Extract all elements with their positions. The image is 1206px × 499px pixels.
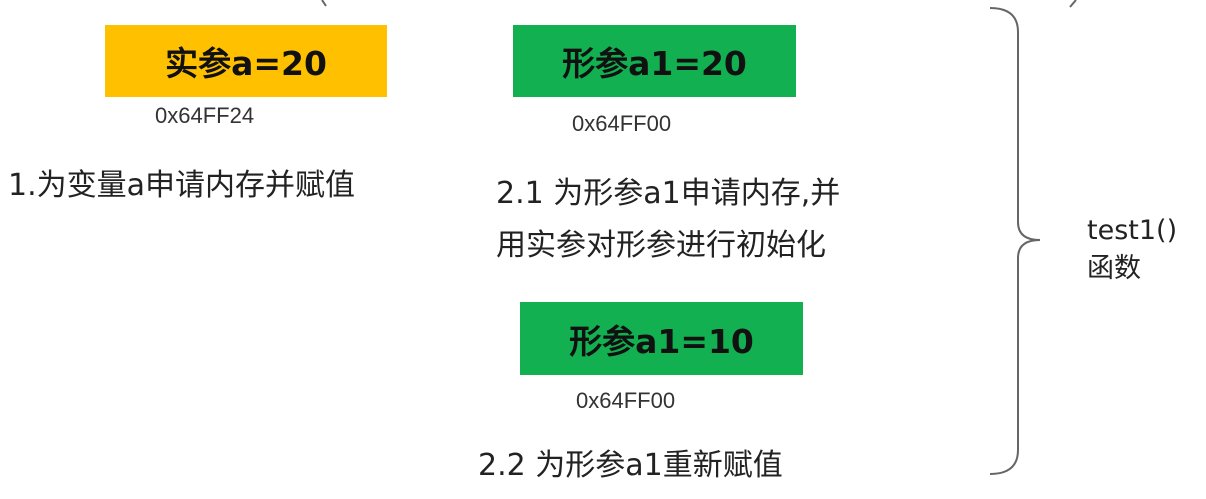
formal-param-address-initial: 0x64FF00 <box>572 111 672 136</box>
formal-param-label-initial: 形参a1=20 <box>562 44 747 83</box>
actual-param-address: 0x64FF24 <box>155 103 255 128</box>
step2-1-line-1: 2.1 为形参a1申请内存,并 <box>496 176 841 211</box>
function-label-line-1: test1() <box>1087 215 1178 246</box>
top-stroke-right <box>1069 0 1077 8</box>
step2-1-line-2: 用实参对形参进行初始化 <box>496 228 826 263</box>
step2-2-description: 2.2 为形参a1重新赋值 <box>478 448 783 483</box>
formal-param-address-reassigned: 0x64FF00 <box>576 388 676 413</box>
formal-param-box-reassigned: 形参a1=10 <box>520 302 803 375</box>
top-stroke-left <box>321 0 327 7</box>
actual-param-label: 实参a=20 <box>165 44 327 83</box>
formal-param-box-initial: 形参a1=20 <box>513 25 796 97</box>
actual-param-box: 实参a=20 <box>105 25 387 97</box>
function-label: test1() 函数 <box>1087 212 1177 288</box>
step2-1-description: 2.1 为形参a1申请内存,并 用实参对形参进行初始化 <box>496 168 840 272</box>
formal-param-label-reassigned: 形参a1=10 <box>569 321 754 361</box>
curly-brace <box>989 7 1041 475</box>
step1-description: 1.为变量a申请内存并赋值 <box>8 168 356 203</box>
function-label-line-2: 函数 <box>1087 253 1141 284</box>
